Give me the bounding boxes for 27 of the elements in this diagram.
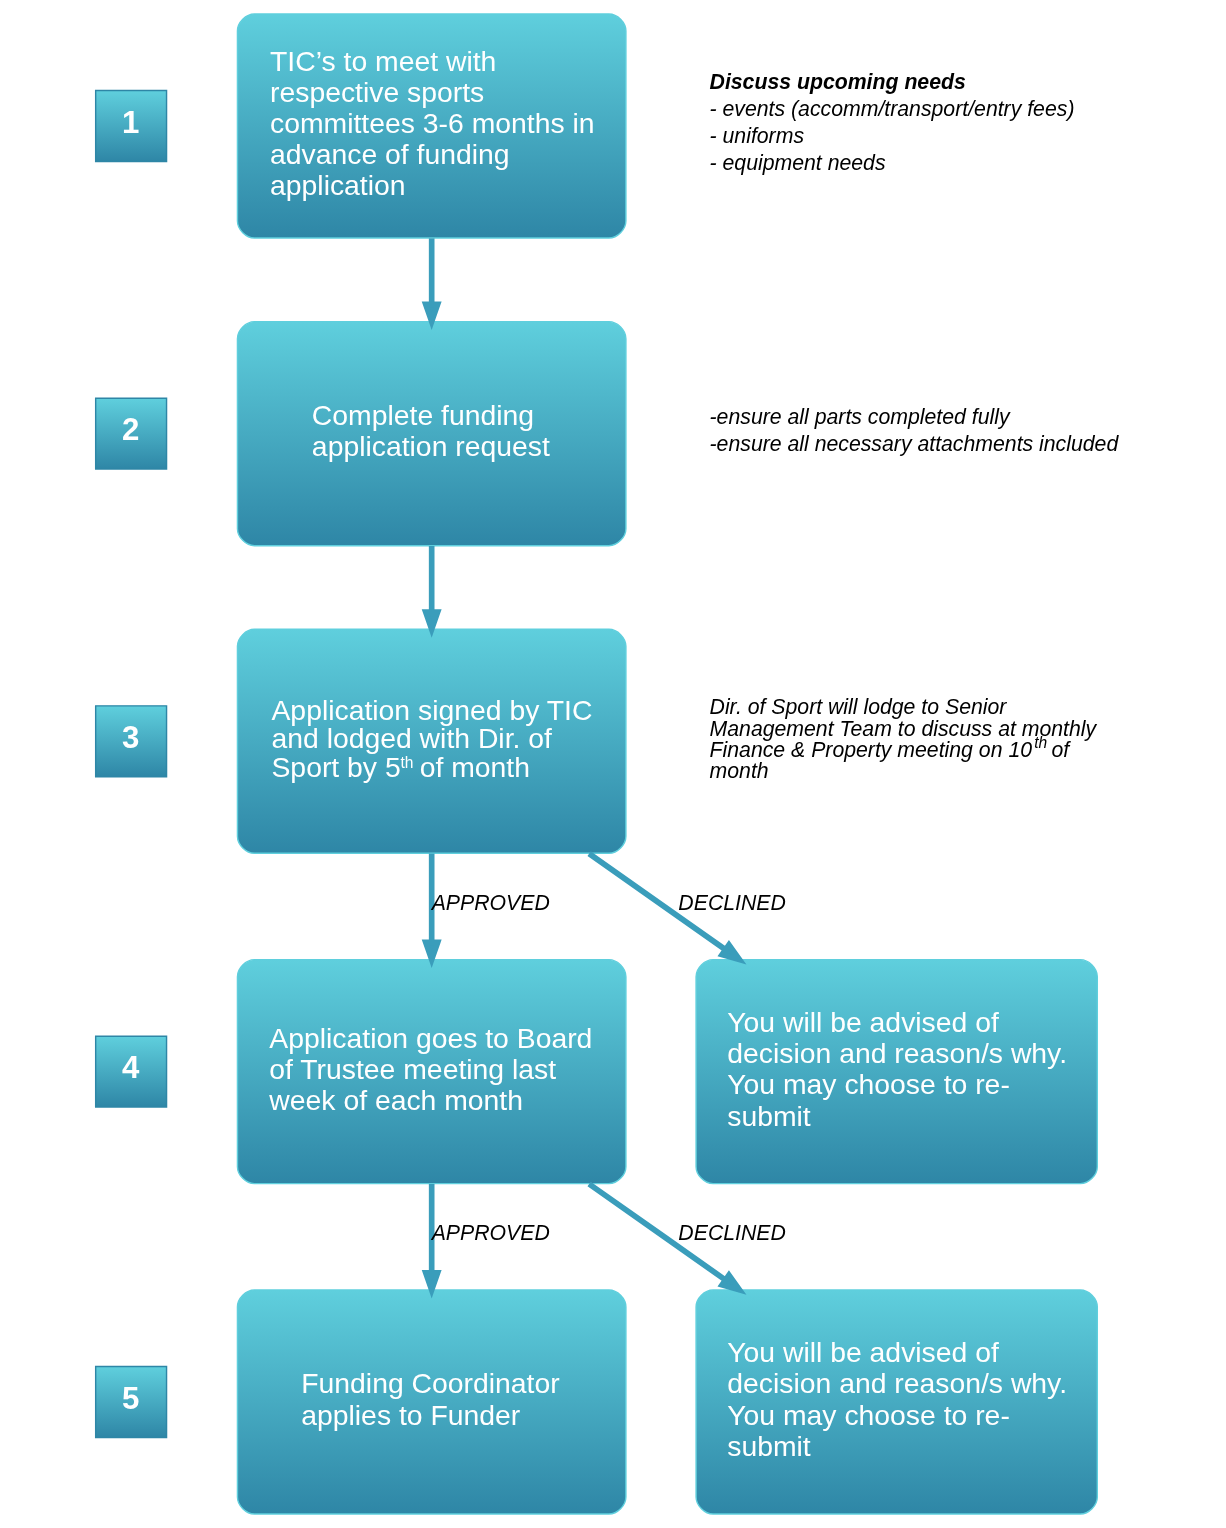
node-box: TIC’s to meet with respective sports committees 3-6 months in advance of funding application <box>236 13 627 239</box>
edge-label: DECLINED <box>677 891 786 916</box>
arrow <box>586 851 746 965</box>
node-box: You will be advised of decision and reason/s why. You may choose to re-submit <box>694 1289 1098 1515</box>
node-label: -ensure all necessary attachments included <box>709 431 1118 456</box>
node-box: Application signed by TIC and lodged with Dir. of Sport by 5$^{th}$ of month <box>236 628 627 855</box>
node-label: - equipment needs <box>709 150 886 175</box>
arrow <box>421 1183 442 1299</box>
node-box: 4 <box>94 1035 167 1108</box>
node-label: - events (accomm/transport/entry fees) <box>709 97 1074 122</box>
node-box: 5 <box>94 1365 167 1439</box>
arrow <box>421 238 442 330</box>
node-box: You will be advised of decision and reason/s why. You may choose to re-submit <box>694 958 1098 1185</box>
node-box: Funding Coordinator applies to Funder <box>236 1289 627 1515</box>
edge-label: DECLINED <box>677 1221 786 1246</box>
node-box: Application goes to Board of Trustee meeting last week of each month <box>236 958 627 1185</box>
arrow <box>421 853 442 969</box>
node-label: Dir. of Sport will lodge to Senior Management Team to discuss at monthly Finance & Property meeting on 10$^{th}$ of month <box>709 695 1096 784</box>
node-box: Complete funding application request <box>236 320 627 547</box>
arrow <box>421 546 442 638</box>
node-label: - uniforms <box>709 124 804 149</box>
arrow <box>586 1181 746 1295</box>
node-label: Discuss upcoming needs <box>709 70 966 95</box>
node-label: -ensure all parts completed fully <box>709 404 1010 429</box>
node-box: 3 <box>94 705 167 778</box>
node-box: 1 <box>94 89 167 163</box>
node-box: 2 <box>94 397 167 470</box>
